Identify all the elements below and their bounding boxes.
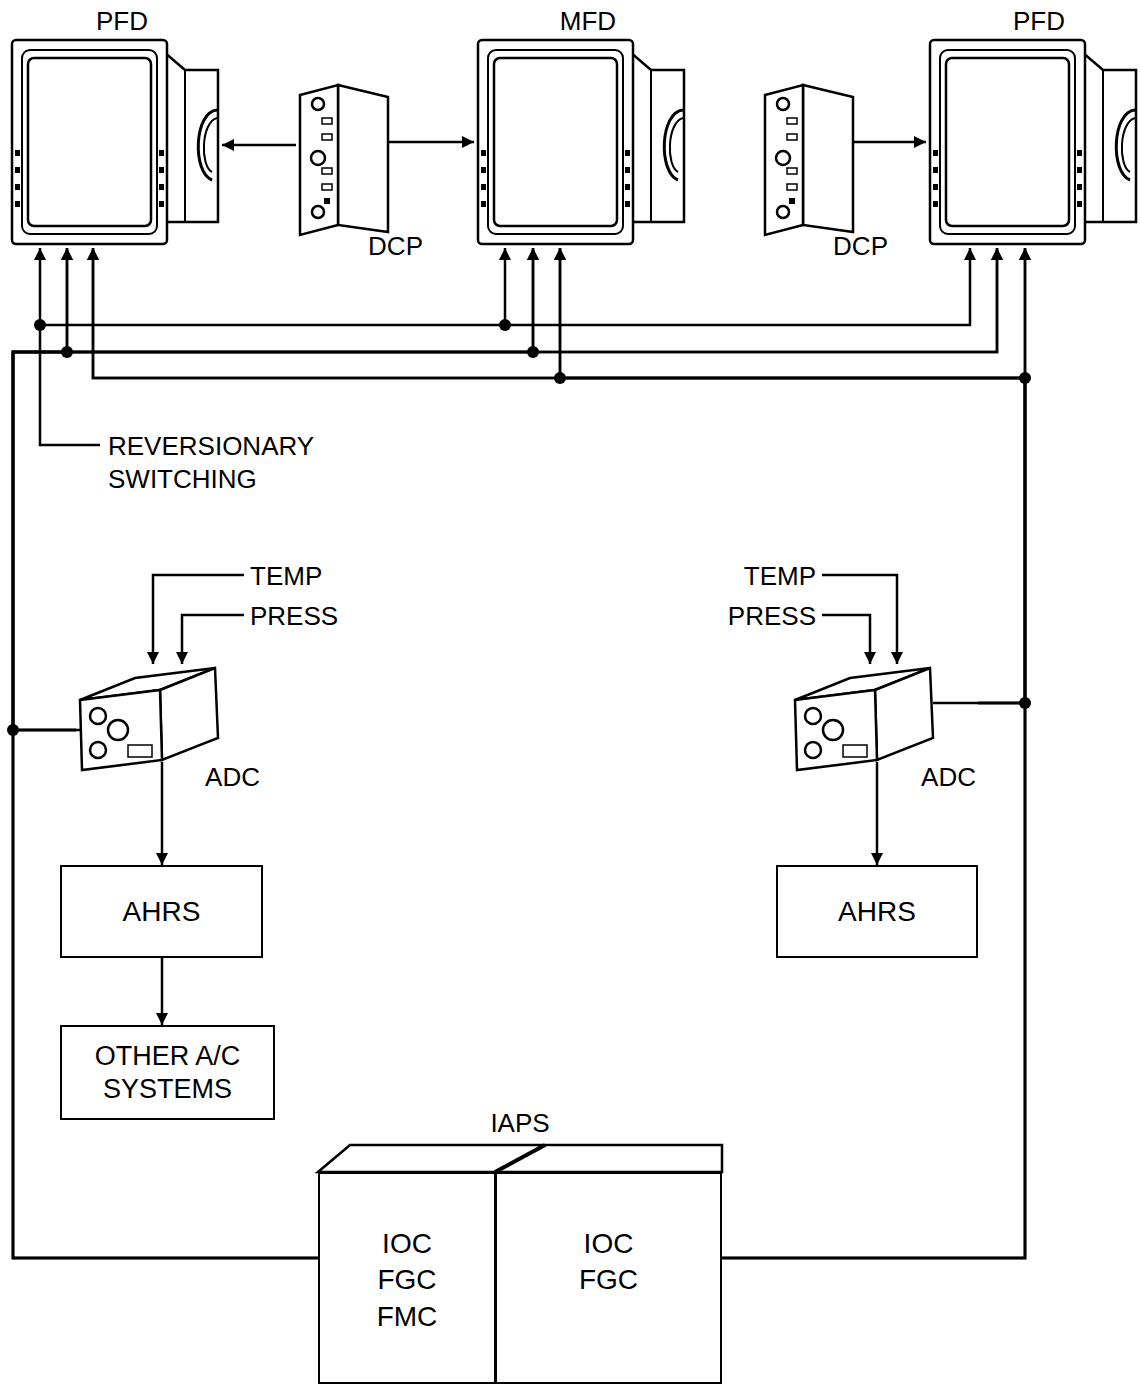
- pfd-display: PFD: [926, 4, 1138, 248]
- switching-note: REVERSIONARY SWITCHING: [108, 430, 368, 495]
- bus-connector: [890, 141, 926, 144]
- unit-label: IAPS: [490, 1108, 549, 1139]
- bus-connector: [222, 144, 296, 147]
- signal-name: PRESS: [676, 600, 816, 633]
- systems-box: OTHER A/C SYSTEMS: [60, 1025, 275, 1120]
- bus-connector: [13, 248, 533, 1258]
- bus-connector: [13, 248, 533, 730]
- box-label: IOC FGC FMC: [367, 1226, 447, 1335]
- unit-label: DCP: [833, 231, 888, 262]
- mfd-drawing: [478, 40, 684, 244]
- ahrs-box: AHRS: [60, 865, 263, 958]
- iaps-housing-top: [318, 1145, 722, 1172]
- bus-connector: [425, 141, 474, 144]
- bus-connector: [13, 248, 997, 730]
- signal-name: TEMP: [250, 560, 370, 593]
- unit-label: PFD: [96, 6, 148, 37]
- bus-connector: [13, 248, 997, 1258]
- bus-connector: [13, 248, 318, 1258]
- box-label: OTHER A/C SYSTEMS: [62, 1040, 273, 1105]
- adc-drawing: [80, 668, 218, 770]
- bus-connector: [93, 248, 1025, 703]
- signal-name: PRESS: [250, 600, 370, 633]
- dcp-drawing: [300, 85, 388, 235]
- adc-unit: ADC: [791, 664, 978, 795]
- box-label: IOC FGC: [569, 1226, 649, 1299]
- unit-label: MFD: [560, 6, 616, 37]
- computer-module: IOC FGC FMC: [318, 1172, 496, 1384]
- bus-connector: [560, 248, 1025, 703]
- bus-connector: [13, 248, 76, 730]
- unit-label: ADC: [921, 762, 976, 793]
- computer-module: IOC FGC: [495, 1172, 722, 1384]
- pfd-display: PFD: [8, 4, 222, 248]
- adc-drawing: [795, 668, 933, 770]
- stub-lines: [76, 142, 978, 795]
- bus-connector: [876, 795, 879, 865]
- unit-label: ADC: [205, 762, 260, 793]
- bus-connector: [560, 248, 1025, 1258]
- bus-connector: [978, 248, 1025, 703]
- dcp-drawing: [765, 85, 853, 235]
- dcp-panel: DCP: [761, 82, 890, 262]
- junction-dots: [7, 319, 1031, 736]
- bus-connector: [161, 795, 164, 865]
- bus-connector: [161, 958, 164, 1025]
- pfd-drawing: [930, 40, 1136, 244]
- iaps-unit: IAPS IOC FGC FMC IOC FGC: [316, 1108, 724, 1385]
- adc-unit: ADC: [76, 664, 262, 795]
- bus-connector: [722, 248, 1025, 1258]
- pfd-drawing: [12, 40, 218, 244]
- dcp-panel: DCP: [296, 82, 425, 262]
- signal-name: TEMP: [676, 560, 816, 593]
- box-label: AHRS: [123, 895, 201, 929]
- box-label: AHRS: [838, 895, 916, 929]
- reversionary-bus: [40, 248, 970, 445]
- mfd-display: MFD: [474, 4, 688, 248]
- ahrs-box: AHRS: [776, 865, 978, 958]
- unit-label: PFD: [1013, 6, 1065, 37]
- unit-label: DCP: [368, 231, 423, 262]
